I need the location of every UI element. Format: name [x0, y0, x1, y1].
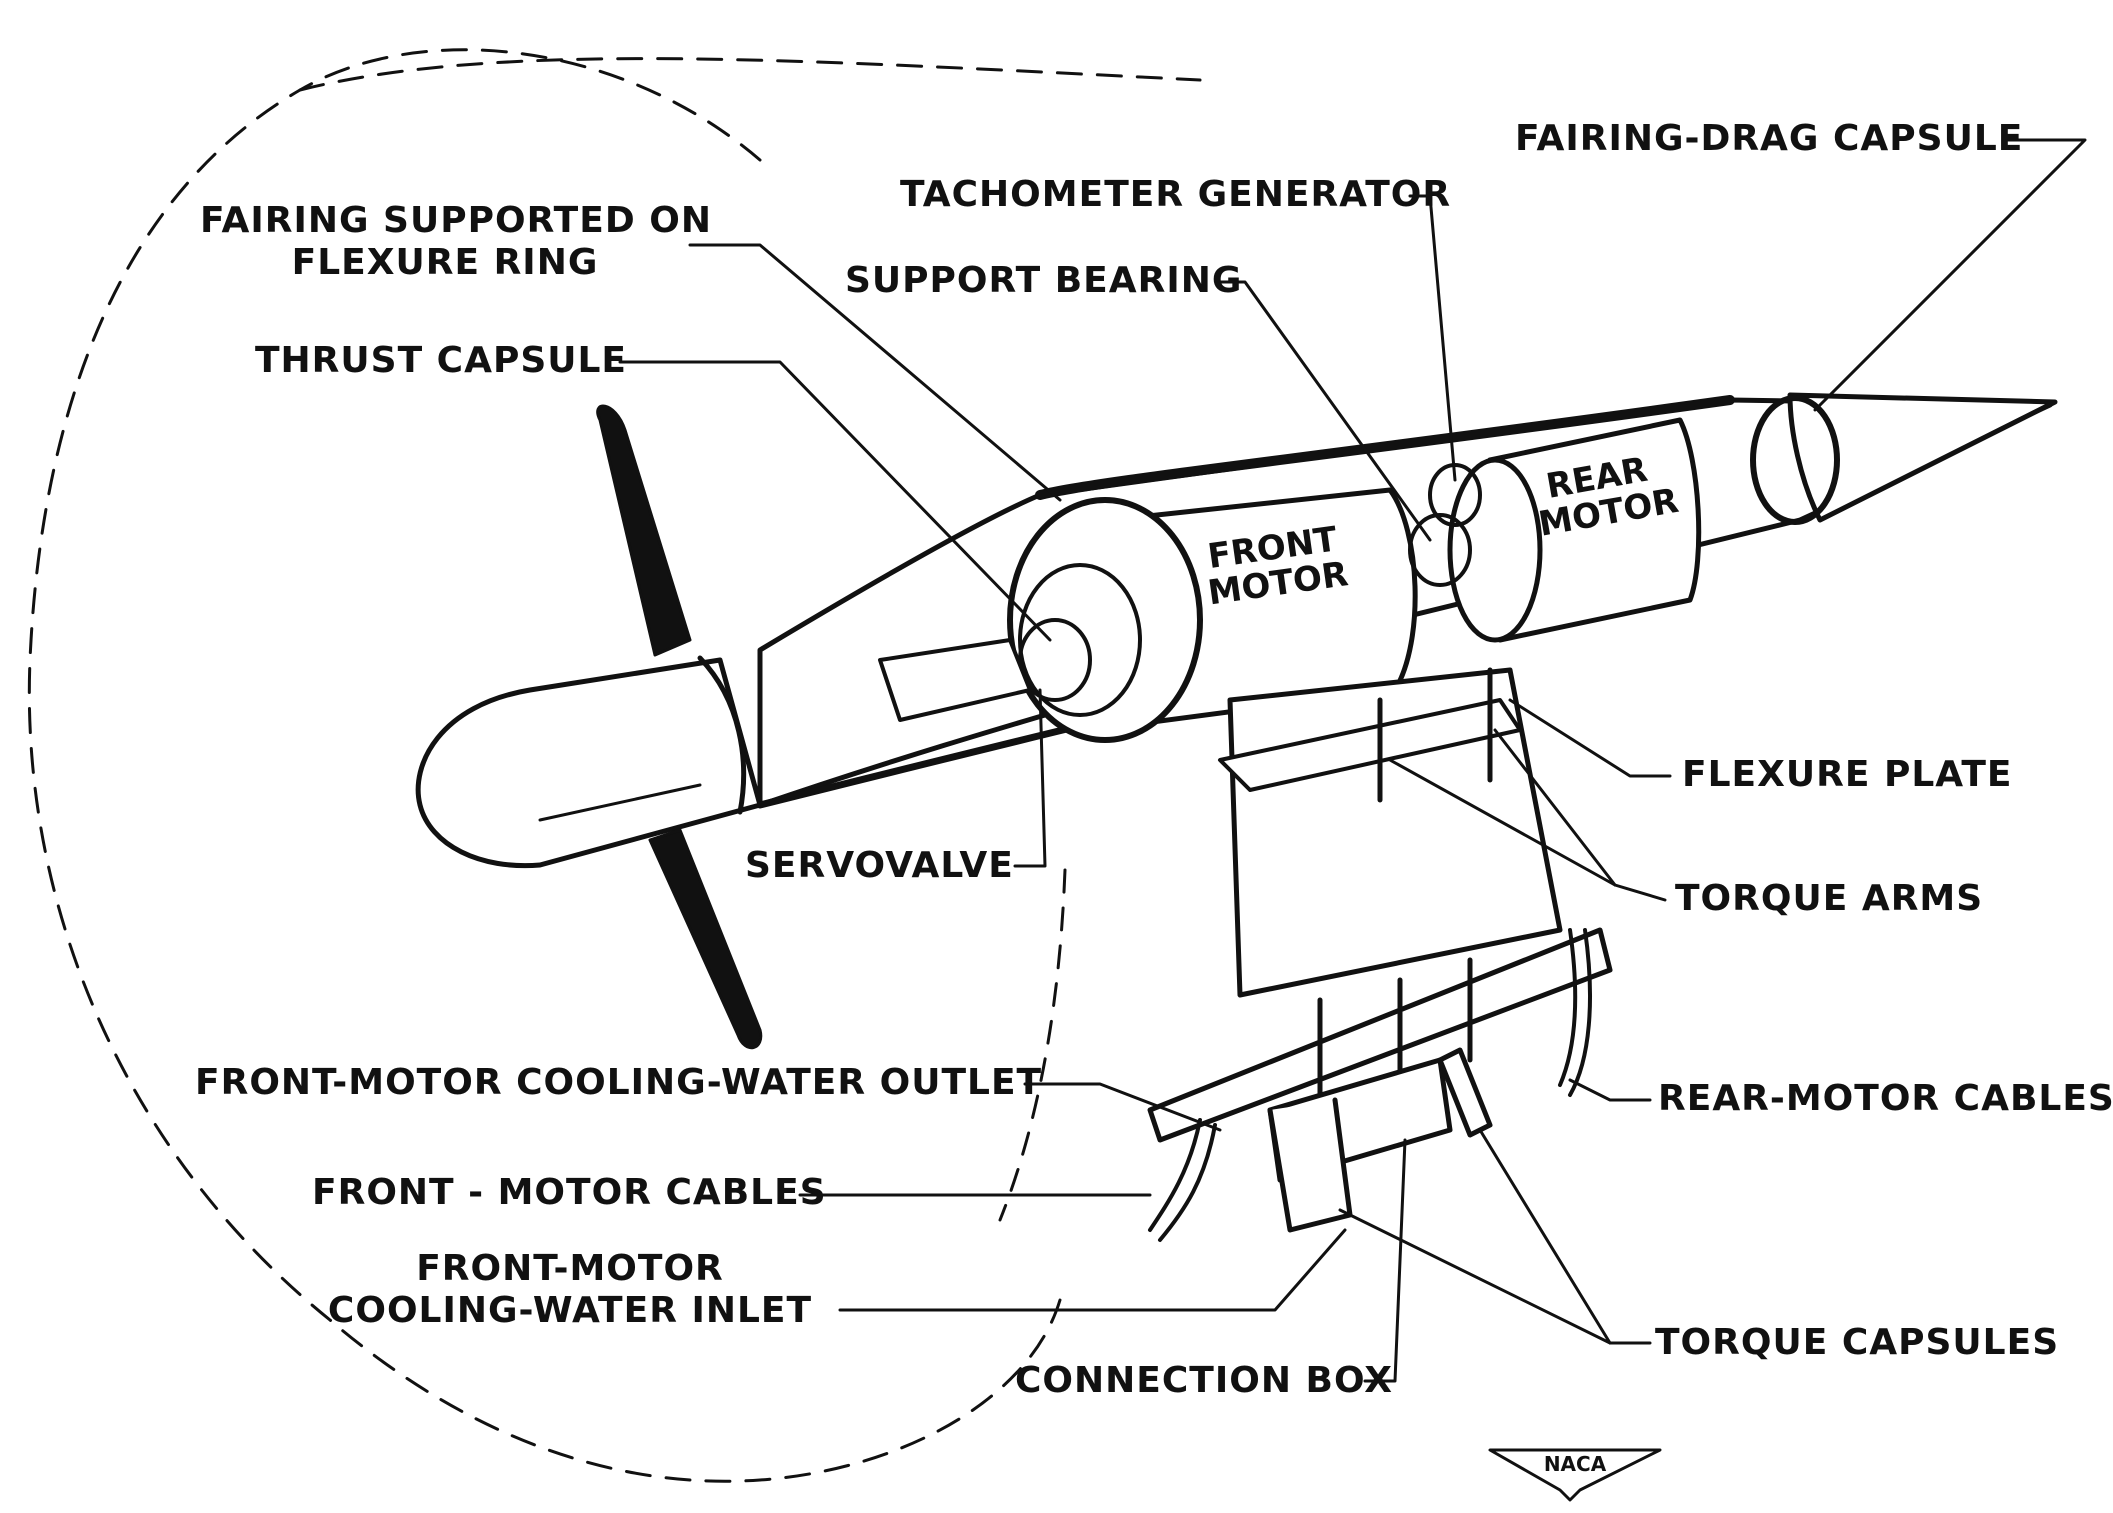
label-front-motor-inlet-line1: FRONT-MOTOR — [416, 1248, 724, 1289]
dashed-top-line — [298, 57, 1202, 92]
leader-connection-box — [1363, 1138, 1407, 1383]
leader-thrust-capsule — [618, 360, 1052, 642]
leader-tachometer-generator — [1408, 194, 1457, 482]
label-front-motor-outlet: FRONT-MOTOR COOLING-WATER OUTLET — [195, 1062, 1043, 1103]
leader-torque-arms-b — [1493, 728, 1617, 887]
naca-logo-wing — [1488, 1448, 1662, 1502]
label-front-motor-cables: FRONT - MOTOR CABLES — [312, 1172, 827, 1213]
label-front-motor-inlet-line2: COOLING-WATER INLET — [327, 1290, 813, 1331]
connection-box-base — [1267, 1097, 1353, 1233]
front-motor-cable-2 — [1158, 1123, 1217, 1242]
label-fairing-supported-line1: FAIRING SUPPORTED ON — [200, 200, 712, 241]
servovalve-body — [878, 638, 1032, 722]
propeller-blade-top — [596, 404, 692, 657]
label-fairing-drag-capsule: FAIRING-DRAG CAPSULE — [1515, 118, 2024, 159]
tail-opening — [1750, 395, 1840, 525]
label-support-bearing: SUPPORT BEARING — [845, 260, 1243, 301]
leader-fairing-drag-capsule — [1813, 138, 2087, 412]
leader-torque-capsules-b — [1478, 1128, 1612, 1345]
label-tachometer-generator: TACHOMETER GENERATOR — [900, 174, 1452, 215]
leader-torque-capsules-a — [1338, 1208, 1652, 1345]
label-connection-box: CONNECTION BOX — [1015, 1360, 1394, 1401]
label-servovalve: SERVOVALVE — [745, 845, 1014, 886]
label-torque-capsules: TORQUE CAPSULES — [1655, 1322, 2060, 1363]
front-motor-flange-inner — [1018, 563, 1142, 717]
label-flexure-plate: FLEXURE PLATE — [1682, 754, 2013, 795]
rear-motor-housing — [1487, 417, 1702, 643]
fairing-top-edge — [1035, 395, 1735, 500]
front-motor-flange — [1007, 497, 1203, 743]
dashed-enclosure — [27, 48, 1062, 1483]
dashed-inner-line — [998, 868, 1067, 1222]
rear-motor-cable-1 — [1558, 928, 1578, 1087]
front-motor-cable-1 — [1148, 1118, 1202, 1232]
rear-motor-cable-2 — [1568, 928, 1592, 1097]
rear-motor-end — [1447, 457, 1543, 643]
leader-servovalve — [1013, 688, 1047, 868]
flexure-plate — [1218, 698, 1522, 792]
support-bearing-shaft — [1408, 513, 1472, 587]
leader-flexure-plate — [1508, 698, 1672, 778]
hub-band — [697, 655, 747, 815]
leader-support-bearing — [1218, 280, 1432, 542]
leader-front-motor-outlet — [1023, 1082, 1222, 1132]
propeller-blade-bottom — [648, 828, 763, 1049]
nose-hub — [415, 657, 763, 869]
label-thrust-capsule: THRUST CAPSULE — [255, 340, 628, 381]
torque-capsule-block — [1437, 1047, 1493, 1138]
naca-logo-text: NACA — [1543, 1452, 1607, 1476]
leader-rear-motor-cables — [1568, 1078, 1652, 1102]
tail-cone — [1787, 392, 2058, 523]
leader-fairing-supported — [688, 243, 1062, 502]
label-fairing-supported-line2: FLEXURE RING — [291, 242, 599, 283]
label-rear-motor-cables: REAR-MOTOR CABLES — [1658, 1078, 2113, 1119]
hub-highlight — [538, 783, 702, 822]
label-torque-arms: TORQUE ARMS — [1675, 878, 1984, 919]
leader-front-motor-inlet — [838, 1228, 1347, 1312]
strut-flange — [1147, 927, 1613, 1143]
